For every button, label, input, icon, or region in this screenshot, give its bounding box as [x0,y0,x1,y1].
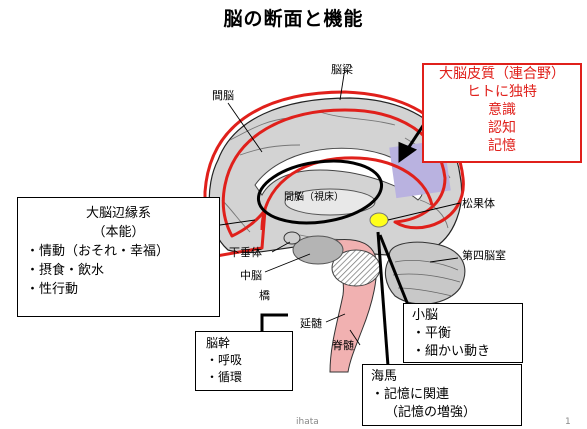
limbic-box-item: ・性行動 [26,282,79,297]
cerebellum-box-item: ・平衡 [412,326,452,341]
hippocampus-box-item: ・記憶に関連 [371,387,450,402]
red-cortex-outline [203,90,465,260]
cortex-box-line: 意識 [488,102,516,118]
limbic-info-box: 大脳辺縁系 （本能） ・情動（おそれ・幸福） ・摂食・飲水 ・性行動 [17,197,220,317]
page-title: 脳の断面と機能 [223,8,364,30]
label-pineal: 松果体 [462,197,495,210]
label-fourth-ventricle: 第四脳室 [462,249,506,262]
brainstem-box-item: ・循環 [206,370,243,384]
pointer-lines [219,67,461,346]
label-pons: 橋 [259,289,270,302]
label-thalamus: 間脳（視床） [284,192,344,203]
label-corpus-callosum: 脳梁 [331,63,353,76]
pineal-body-shape [369,212,389,228]
thalamus-shape [284,188,376,216]
label-spinal-cord: 脊髄 [332,339,354,352]
cortex-box-line: ヒトに独特 [467,84,537,100]
cortex-info-box: 大脳皮質（連合野） ヒトに独特 意識 認知 記憶 [422,63,582,163]
hippocampus-info-box: 海馬 ・記憶に関連 （記憶の増強） [362,364,522,426]
cortex-box-line: 認知 [488,120,516,136]
cortex-box-title: 大脳皮質（連合野） [439,66,565,82]
footer-author: ihata [296,417,319,427]
label-interbrain: 間脳 [212,89,234,102]
limbic-box-title: 大脳辺縁系 [85,206,151,221]
hippocampus-box-title: 海馬 [371,369,398,384]
red-limbic-curve [260,156,434,231]
limbic-box-item: ・摂食・飲水 [26,263,105,278]
cortex-box-line: 記憶 [488,138,516,154]
label-pituitary: 下垂体 [229,246,262,259]
limbic-box-item: ・情動（おそれ・幸福） [26,244,170,259]
brainstem-info-box: 脳幹 ・呼吸 ・循環 [195,331,293,391]
midbrain-shape [292,235,344,265]
black-limbic-loop [256,159,384,225]
cerebellum-info-box: 小脳 ・平衡 ・細かい動き [403,303,523,363]
hippocampus-box-item: （記憶の増強） [385,405,477,420]
brainstem-box-item: ・呼吸 [206,353,243,367]
cerebellum-box-item: ・細かい動き [412,344,491,359]
page-number: 1 [565,417,571,427]
label-medulla: 延髄 [300,317,322,330]
pituitary-shape [283,231,301,245]
connector-lines [260,231,410,367]
label-midbrain: 中脳 [240,269,262,282]
cerebellum-shape [384,241,466,305]
brainstem-box-title: 脳幹 [206,336,231,350]
limbic-box-subtitle: （本能） [92,225,145,240]
cerebellum-box-title: 小脳 [412,308,439,323]
